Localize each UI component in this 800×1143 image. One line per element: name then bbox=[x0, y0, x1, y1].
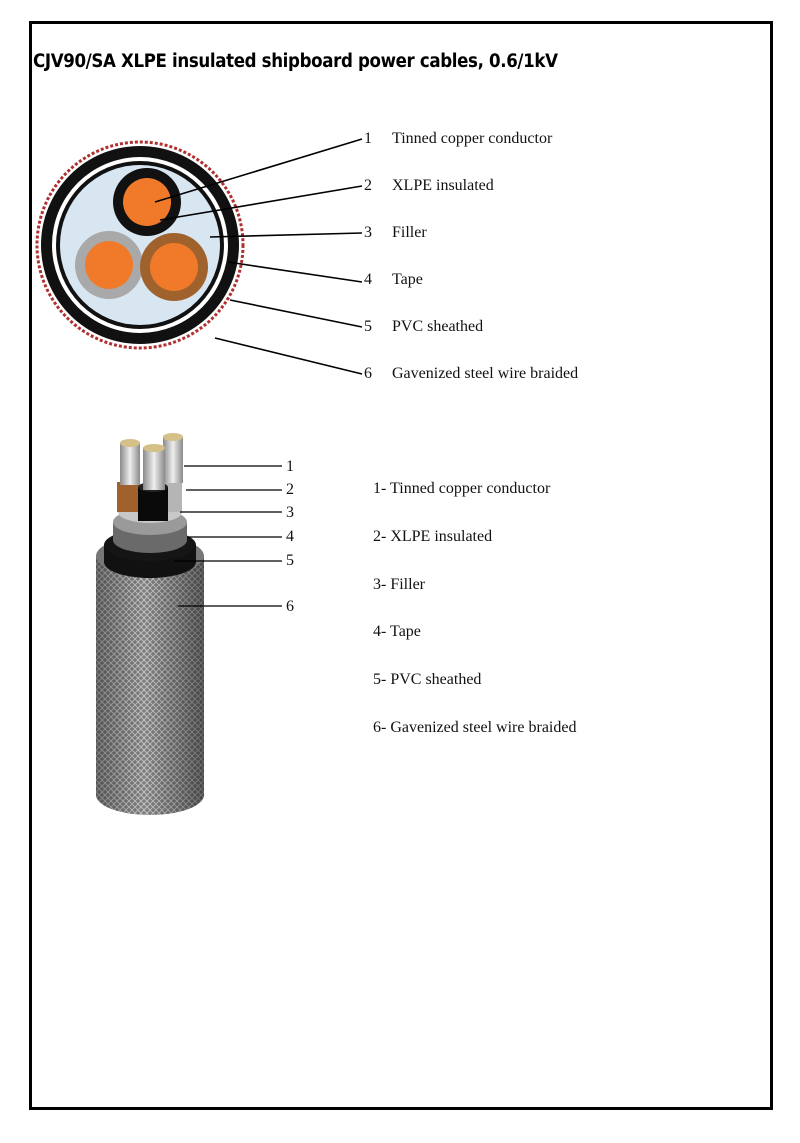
legend-item: 6- Gavenized steel wire braided bbox=[373, 719, 577, 736]
side-number: 3 bbox=[286, 504, 294, 521]
callout-number: 5 bbox=[364, 318, 372, 335]
callout-label: Tinned copper conductor bbox=[392, 130, 553, 147]
copper-conductor bbox=[123, 178, 171, 226]
callout-number: 2 bbox=[364, 177, 372, 194]
side-number: 4 bbox=[286, 528, 294, 545]
cross-section-diagram bbox=[35, 138, 363, 375]
callout-number: 3 bbox=[364, 224, 372, 241]
legend-item: 2- XLPE insulated bbox=[373, 528, 493, 545]
legend-item: 1- Tinned copper conductor bbox=[373, 480, 551, 497]
page-title: CJV90/SA XLPE insulated shipboard power … bbox=[33, 51, 558, 72]
legend-item: 5- PVC sheathed bbox=[373, 671, 482, 688]
callout-label: PVC sheathed bbox=[392, 318, 484, 335]
callout-leaders bbox=[154, 138, 363, 375]
callout-label: XLPE insulated bbox=[392, 177, 494, 194]
callout-number: 4 bbox=[364, 271, 372, 288]
legend-item: 4- Tape bbox=[373, 623, 421, 640]
core-brown bbox=[117, 482, 139, 512]
side-number: 1 bbox=[286, 458, 294, 475]
copper-conductor bbox=[150, 243, 198, 291]
page-frame bbox=[29, 21, 773, 1110]
core-black bbox=[138, 487, 168, 521]
callout-label: Gavenized steel wire braided bbox=[392, 365, 579, 382]
conductor bbox=[120, 443, 140, 485]
callout-number: 6 bbox=[364, 365, 372, 382]
side-number: 2 bbox=[286, 481, 294, 498]
legend-item: 3- Filler bbox=[373, 576, 425, 593]
side-number: 6 bbox=[286, 598, 294, 615]
copper-conductor bbox=[85, 241, 133, 289]
callout-label: Filler bbox=[392, 224, 427, 241]
conductor bbox=[143, 448, 165, 490]
side-view-diagram bbox=[96, 433, 282, 815]
side-leaders bbox=[174, 465, 282, 607]
conductor bbox=[163, 437, 183, 483]
callout-number: 1 bbox=[364, 130, 372, 147]
callout-label: Tape bbox=[392, 271, 423, 288]
side-number: 5 bbox=[286, 552, 294, 569]
